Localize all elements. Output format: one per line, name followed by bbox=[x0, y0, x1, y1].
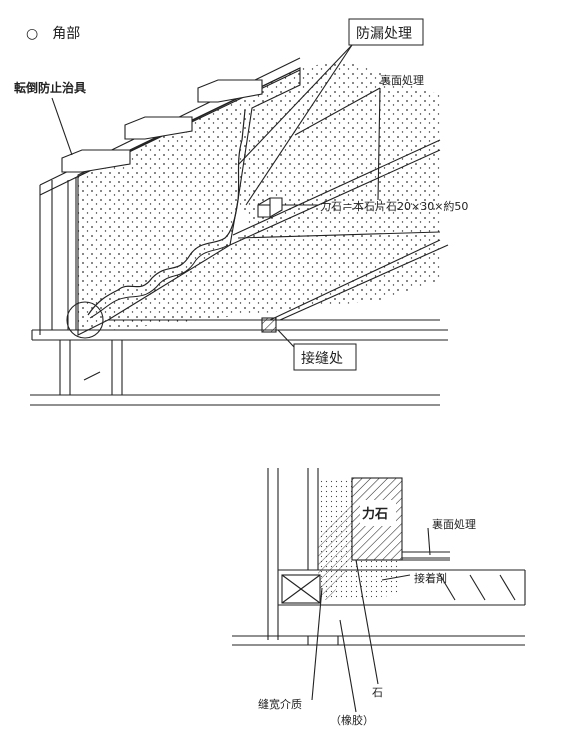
leak-proof-sealant bbox=[87, 109, 246, 316]
section-title: ○ 角部 bbox=[26, 26, 80, 42]
leak-proof-label: 防漏处理 bbox=[356, 26, 412, 42]
rubber-label: （橡胶） bbox=[330, 713, 374, 727]
stone-shim-block bbox=[257, 197, 283, 218]
anti-topple-label: 転倒防止治具 bbox=[14, 80, 86, 95]
bottom-stone-shim-label: 力石 bbox=[362, 506, 388, 522]
joint-label-box bbox=[293, 343, 357, 371]
stone-label: 石 bbox=[372, 686, 383, 699]
joint-label: 接缝处 bbox=[301, 350, 343, 367]
back-treatment-label: 裏面処理 bbox=[380, 73, 424, 87]
floor-stone-panel bbox=[108, 150, 440, 330]
bottom-section-diagram bbox=[232, 468, 526, 713]
corner-detail-circle bbox=[66, 301, 104, 339]
adhesive-label: 接着剤 bbox=[414, 571, 447, 585]
bottom-back-treatment-label: 裏面処理 bbox=[432, 517, 476, 531]
rubber-spacer bbox=[281, 574, 321, 604]
back-upper-stone bbox=[238, 60, 440, 230]
stone-shim-label: 力石＝本石片石20×30×約50 bbox=[320, 199, 468, 213]
top-corner-diagram: ○ 角部 bbox=[26, 26, 449, 406]
anti-topple-jig bbox=[61, 79, 263, 173]
leak-proof-label-box bbox=[348, 18, 424, 46]
joint-medium-label: 缝宽介质 bbox=[258, 697, 302, 711]
